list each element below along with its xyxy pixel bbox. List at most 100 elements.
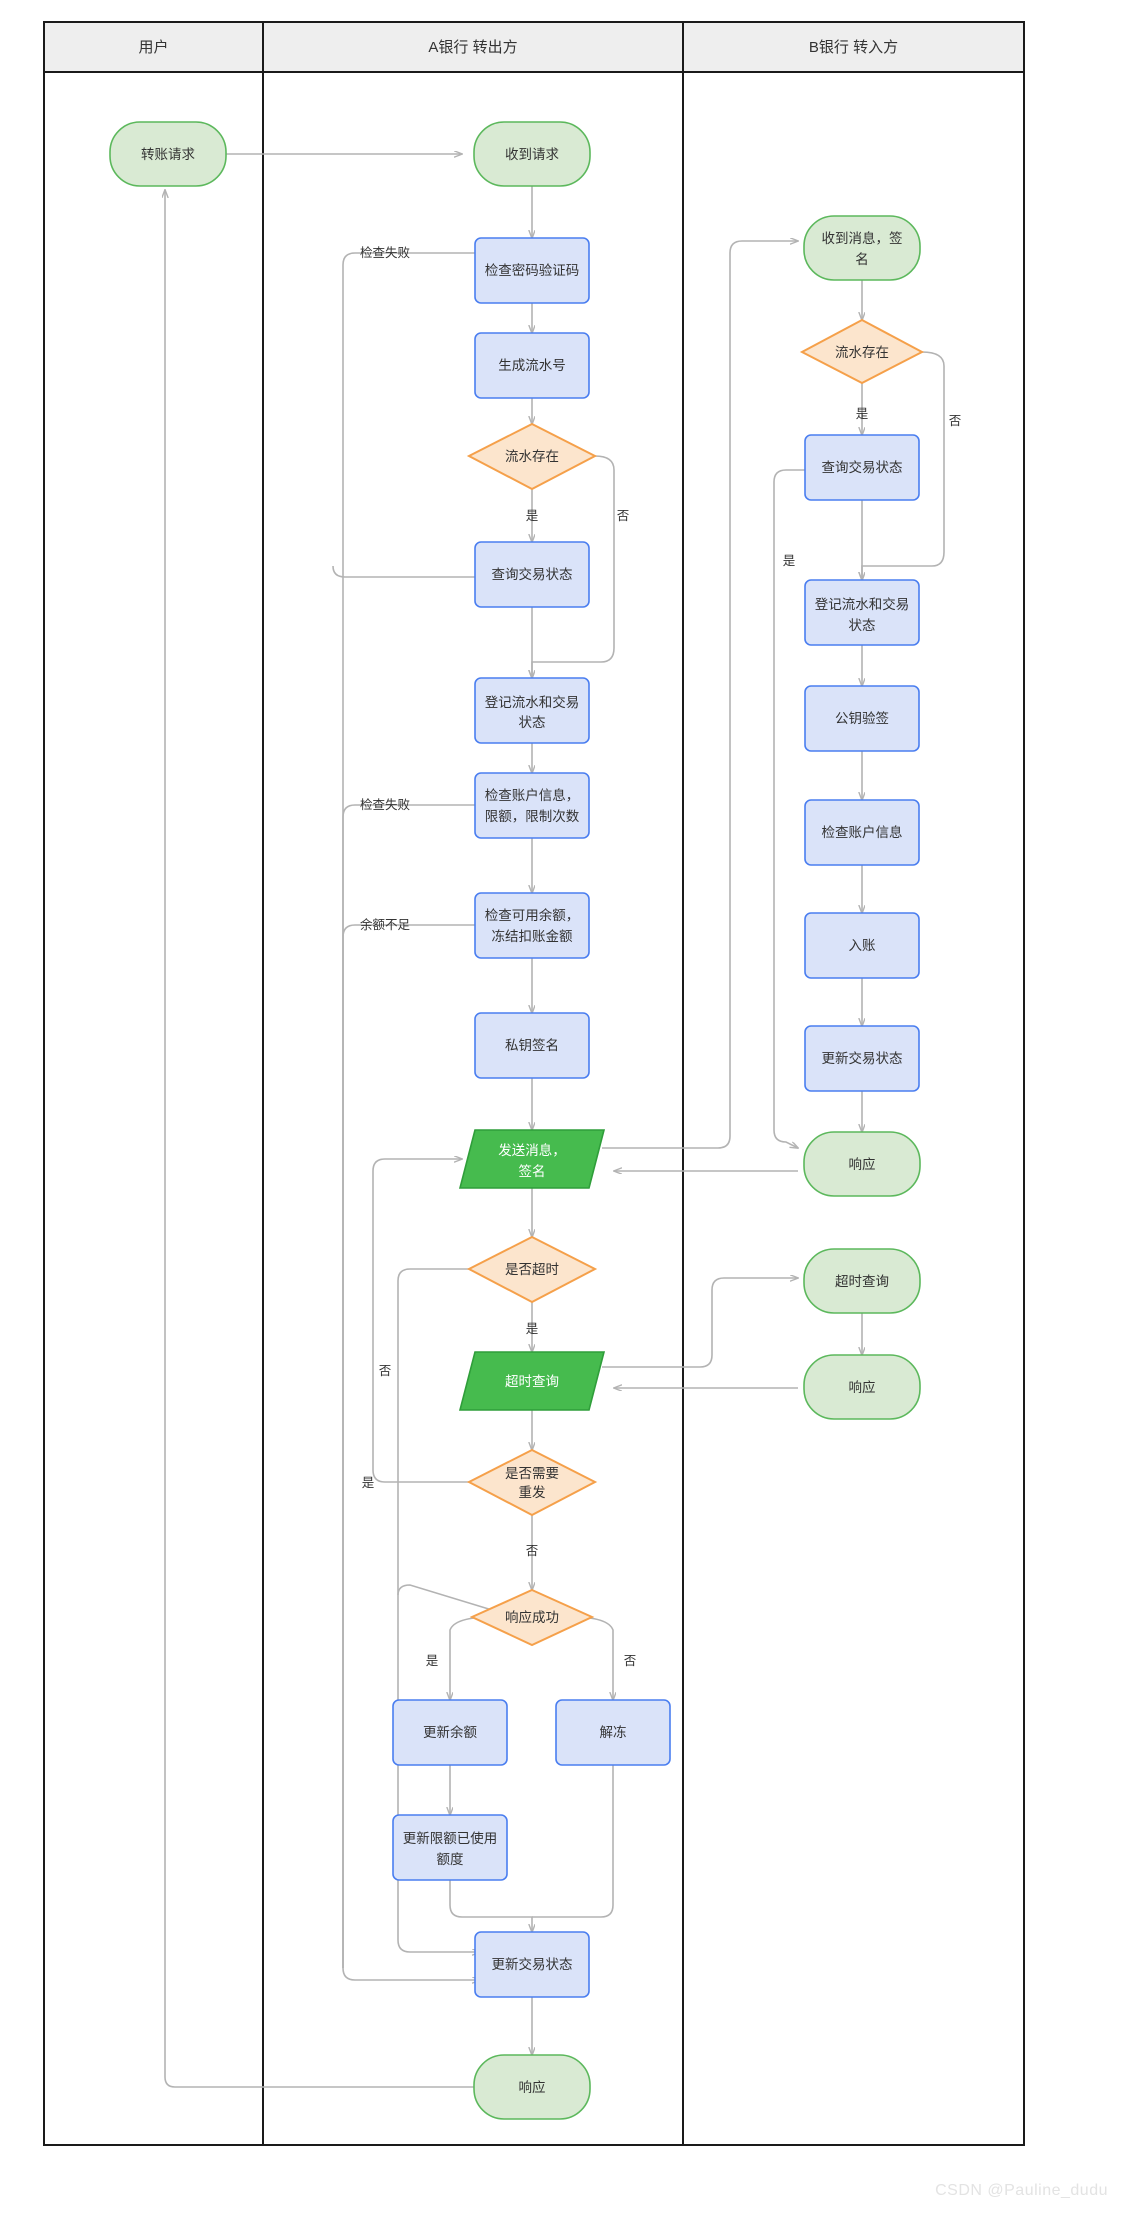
lane-body-bankb — [682, 71, 1025, 2146]
node-a-query-tx-status[interactable]: 查询交易状态 — [474, 541, 590, 608]
node-label-a-check-balance-1: 检查可用余额， — [485, 907, 580, 923]
node-b-timeout-query[interactable]: 超时查询 — [803, 1248, 921, 1314]
node-b-query-tx-status[interactable]: 查询交易状态 — [804, 434, 920, 501]
edge-resp-to-user — [165, 190, 480, 2088]
edge-label-ok-no: 否 — [624, 1654, 637, 1668]
node-a-check-balance[interactable]: 检查可用余额， 冻结扣账金额 — [474, 892, 590, 959]
node-a-update-tx-status[interactable]: 更新交易状态 — [474, 1931, 590, 1998]
node-label-transfer-request: 转账请求 — [141, 147, 195, 162]
node-a-need-resend[interactable]: 是否需要 重发 — [466, 1448, 598, 1517]
edge-resend-yes — [372, 1159, 492, 1483]
node-label-a-check-account-2: 限额，限制次数 — [485, 809, 580, 824]
node-a-serial-exists[interactable]: 流水存在 — [466, 422, 598, 491]
edge-unfreeze-updtx — [532, 1765, 614, 1918]
edge-label-insufficient: 余额不足 — [360, 917, 411, 932]
node-label-a-generate-serial: 生成流水号 — [498, 358, 566, 373]
node-b-serial-exists[interactable]: 流水存在 — [799, 318, 925, 385]
edge-label-timeout-yes: 是 — [526, 1322, 539, 1336]
lane-body-user — [43, 71, 264, 2146]
edge-label-resend-no: 否 — [526, 1544, 539, 1558]
node-a-response[interactable]: 响应 — [473, 2054, 591, 2120]
node-label-a-private-key-sign: 私钥签名 — [505, 1037, 559, 1053]
node-label-a-is-timeout: 是否超时 — [505, 1262, 559, 1277]
node-label-a-update-tx-status: 更新交易状态 — [492, 1956, 573, 1972]
edge-label-exist-no-a: 否 — [617, 509, 630, 523]
node-a-send-message[interactable]: 发送消息， 签名 — [458, 1129, 606, 1189]
node-b-verify-signature[interactable]: 公钥验签 — [804, 685, 920, 752]
lane-title-user: 用户 — [138, 39, 168, 56]
edge-exist-no — [532, 455, 615, 678]
node-label-a-send-message-2: 签名 — [519, 1163, 546, 1179]
node-a-is-timeout[interactable]: 是否超时 — [466, 1235, 598, 1304]
node-label-a-serial-exists: 流水存在 — [505, 449, 559, 464]
lane-header-banka — [262, 21, 684, 73]
node-b-credit[interactable]: 入账 — [804, 912, 920, 979]
node-label-b-receive-message-1: 收到消息，签 — [822, 230, 903, 246]
node-b-response-1[interactable]: 响应 — [803, 1131, 921, 1197]
node-label-b-register-serial-1: 登记流水和交易 — [815, 596, 910, 612]
node-b-check-account[interactable]: 检查账户信息 — [804, 799, 920, 866]
node-a-private-key-sign[interactable]: 私钥签名 — [474, 1012, 590, 1079]
edge-label-resend-yes: 是 — [362, 1476, 375, 1490]
edge-label-timeout-no: 否 — [379, 1364, 392, 1378]
edge-bquery-left — [773, 469, 805, 1148]
lane-header-user — [43, 21, 264, 73]
node-b-update-tx-status[interactable]: 更新交易状态 — [804, 1025, 920, 1092]
node-a-response-success[interactable]: 响应成功 — [469, 1588, 595, 1647]
node-label-a-update-limit-2: 额度 — [437, 1852, 464, 1867]
edge-acct-fail — [342, 804, 475, 1968]
node-transfer-request[interactable]: 转账请求 — [109, 121, 227, 187]
node-label-a-need-resend-1: 是否需要 — [505, 1466, 559, 1481]
node-a-receive-request[interactable]: 收到请求 — [473, 121, 591, 187]
edge-atq-to-btq — [602, 1278, 798, 1368]
edge-bal-fail — [342, 924, 475, 1968]
node-label-a-query-tx-status: 查询交易状态 — [492, 566, 573, 582]
node-b-response-2[interactable]: 响应 — [803, 1354, 921, 1420]
node-label-a-need-resend-2: 重发 — [519, 1485, 547, 1500]
node-label-a-unfreeze: 解冻 — [600, 1725, 627, 1740]
node-label-a-update-balance: 更新余额 — [423, 1724, 477, 1740]
edge-label-ok-yes: 是 — [426, 1654, 439, 1668]
edge-label-check-fail-2: 检查失败 — [360, 797, 411, 812]
node-label-b-timeout-query: 超时查询 — [835, 1274, 889, 1289]
node-a-generate-serial[interactable]: 生成流水号 — [474, 332, 590, 399]
node-label-b-serial-exists: 流水存在 — [835, 345, 889, 360]
node-a-update-limit[interactable]: 更新限额已使用 额度 — [392, 1814, 508, 1881]
lane-title-bankb: B银行 转入方 — [809, 39, 898, 56]
node-label-b-response-1: 响应 — [849, 1156, 876, 1172]
node-label-b-update-tx-status: 更新交易状态 — [822, 1050, 903, 1066]
node-label-a-check-balance-2: 冻结扣账金额 — [492, 929, 573, 944]
node-label-a-response: 响应 — [519, 2079, 546, 2095]
node-label-b-query-tx-status: 查询交易状态 — [822, 459, 903, 475]
node-a-register-serial[interactable]: 登记流水和交易 状态 — [474, 677, 590, 744]
node-label-a-register-serial-2: 状态 — [519, 715, 546, 730]
edge-label-bexist-yes: 是 — [856, 407, 869, 421]
node-label-a-update-limit-1: 更新限额已使用 — [403, 1830, 498, 1846]
node-b-receive-message[interactable]: 收到消息，签 名 — [803, 215, 921, 281]
node-a-update-balance[interactable]: 更新余额 — [392, 1699, 508, 1766]
node-a-timeout-query[interactable]: 超时查询 — [458, 1351, 606, 1411]
edge-timeout-no-join — [397, 1584, 493, 1611]
edge-bexist-no — [862, 351, 945, 580]
node-label-a-receive-request: 收到请求 — [505, 147, 559, 162]
edge-label-bexist-no: 否 — [949, 414, 962, 428]
node-label-b-verify-signature: 公钥验签 — [835, 710, 889, 726]
node-label-b-credit: 入账 — [849, 938, 877, 953]
edge-labels: 检查失败 是 否 检查失败 余额不足 是 否 是 否 是 否 是 否 是 — [360, 245, 961, 1668]
edge-label-exist-yes-a: 是 — [526, 509, 539, 523]
watermark: CSDN @Pauline_dudu — [935, 2182, 1108, 2199]
node-label-b-register-serial-2: 状态 — [849, 618, 876, 633]
node-label-b-response-2: 响应 — [849, 1379, 876, 1395]
lane-title-banka: A银行 转出方 — [428, 39, 517, 56]
node-label-a-response-success: 响应成功 — [505, 1609, 559, 1625]
node-a-check-account[interactable]: 检查账户信息， 限额，限制次数 — [474, 772, 590, 839]
node-a-check-password[interactable]: 检查密码验证码 — [474, 237, 590, 304]
node-label-a-send-message-1: 发送消息， — [498, 1142, 566, 1158]
node-label-a-check-account-1: 检查账户信息， — [485, 787, 580, 803]
edge-updlimit-updtx — [449, 1880, 532, 1932]
node-label-b-check-account: 检查账户信息 — [822, 824, 903, 840]
node-b-register-serial[interactable]: 登记流水和交易 状态 — [804, 579, 920, 646]
node-label-a-timeout-query: 超时查询 — [505, 1374, 559, 1389]
node-a-unfreeze[interactable]: 解冻 — [555, 1699, 671, 1766]
